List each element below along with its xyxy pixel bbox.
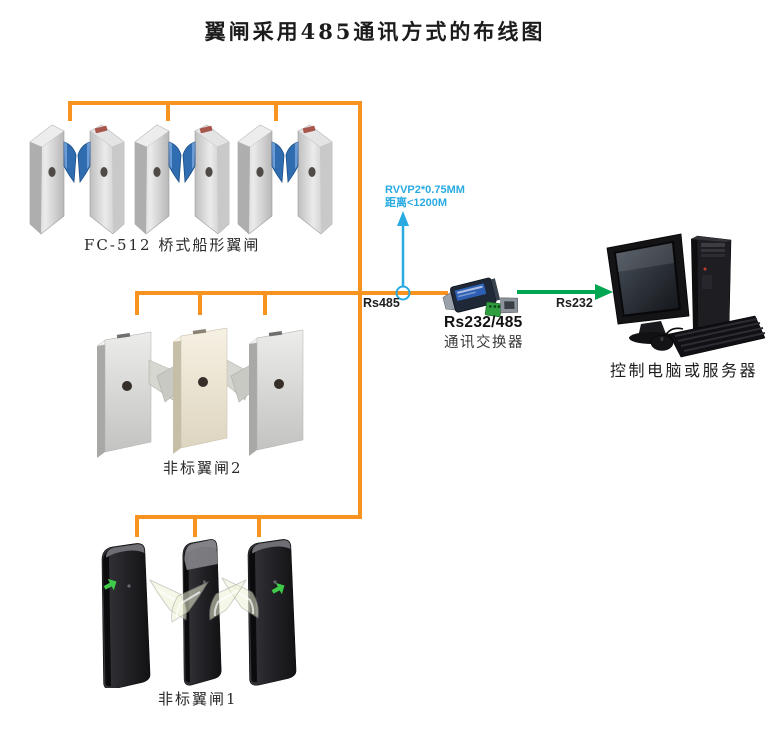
monitor-icon — [606, 233, 690, 344]
fc512-lane-1 — [29, 124, 125, 235]
nonstd1-pedestal-center — [182, 538, 222, 686]
converter-subtitle: 通讯交换器 — [444, 335, 524, 351]
computer-label: 控制电脑或服务器 — [610, 361, 759, 380]
cable-note-arrow-head — [397, 211, 409, 226]
computer-image — [606, 233, 765, 358]
fc512-lane-3 — [237, 124, 333, 235]
converter-terminal-adapter — [484, 297, 519, 318]
gate-group-nonstd1-image — [101, 538, 297, 688]
rs485-bus-top-drops — [166, 103, 278, 121]
nonstd1-pedestal-left — [101, 542, 151, 688]
rs485-bus-bottom-drops — [193, 517, 261, 537]
cable-spec-line2: 距离<1200M — [385, 197, 448, 209]
nonstd2-pedestal-right — [248, 329, 304, 457]
gate-group-fc512-label: FC-512 桥式船形翼闸 — [84, 236, 261, 254]
diagram-title: 翼闸采用485通讯方式的布线图 — [204, 19, 546, 44]
converter-image — [442, 277, 519, 318]
nonstd2-pedestal-left — [96, 331, 152, 459]
gate-group-nonstd2-image — [96, 327, 304, 459]
rs485-bus-middle-branch — [135, 291, 448, 315]
mouse-icon — [650, 327, 684, 351]
rs232-link-label: Rs232 — [556, 296, 593, 310]
cable-spec-line1: RVVP2*0.75MM — [385, 184, 465, 196]
converter-main-unit — [442, 277, 501, 313]
nonstd2-pedestal-center — [172, 327, 228, 455]
fc512-lane-2 — [134, 124, 230, 235]
gate-group-fc512-image — [29, 124, 333, 235]
gate-group-nonstd1-label: 非标翼闸1 — [158, 690, 238, 708]
rs485-bus-main-line — [68, 101, 362, 537]
gate-group-nonstd2-label: 非标翼闸2 — [163, 459, 243, 477]
bus-junction-circle — [395, 285, 411, 301]
rs232-arrow-head — [595, 284, 613, 300]
keyboard-icon — [668, 315, 765, 358]
rs485-bus-label: Rs485 — [363, 296, 400, 310]
converter-title: Rs232/485 — [444, 314, 523, 331]
cable-spec-note: RVVP2*0.75MM 距离<1200M — [385, 184, 465, 210]
tower-icon — [691, 235, 732, 333]
